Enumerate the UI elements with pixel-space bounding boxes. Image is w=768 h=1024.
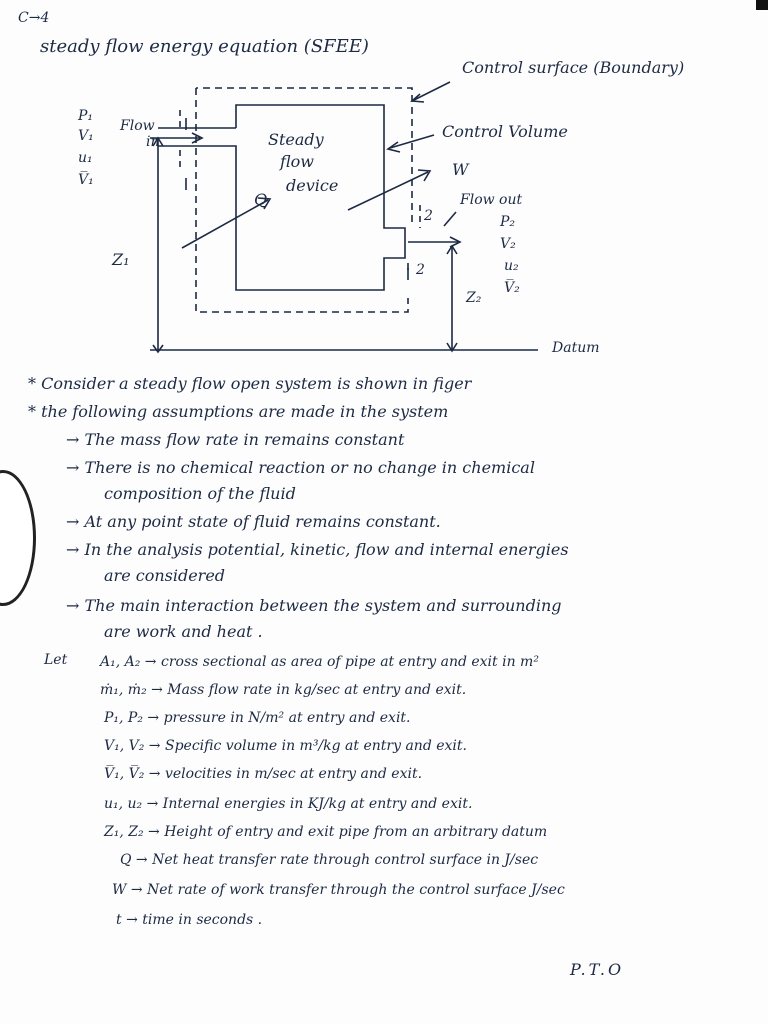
punch-hole: [0, 470, 36, 606]
unit-tag: C→4: [18, 10, 50, 26]
assumption-text: The mass flow rate in remains constant: [84, 430, 405, 449]
bullet-text: Consider a steady flow open system is sh…: [41, 374, 472, 393]
arrow-icon: →: [66, 512, 85, 531]
assumption-2: → There is no chemical reaction or no ch…: [66, 458, 535, 477]
flow-in-label-2: in: [146, 134, 160, 150]
definition-6: u₁, u₂ → Internal energies in KJ/kg at e…: [104, 796, 473, 812]
assumption-3: → At any point state of fluid remains co…: [66, 512, 441, 531]
definition-4: V₁, V₂ → Specific volume in m³/kg at ent…: [104, 738, 467, 754]
device-label-1: Steady: [268, 130, 324, 149]
assumption-text: At any point state of fluid remains cons…: [84, 512, 441, 531]
flow-in-label-1: Flow: [120, 118, 155, 134]
inlet-prop-v1: V₁: [78, 128, 94, 144]
sfee-diagram: [150, 81, 538, 354]
page-title: steady flow energy equation (SFEE): [40, 36, 369, 57]
heat-label: Q: [254, 190, 268, 209]
flow-out-label: Flow out: [460, 192, 523, 208]
assumption-2-cont: composition of the fluid: [104, 484, 296, 503]
assumption-4-cont: are considered: [104, 566, 226, 585]
definition-2: ṁ₁, ṁ₂ → Mass flow rate in kg/sec at ent…: [100, 682, 467, 698]
device-outline: [158, 104, 406, 291]
arrow-icon: →: [66, 430, 85, 449]
definition-8: Q → Net heat transfer rate through contr…: [120, 852, 539, 868]
definition-5: V̅₁, V̅₂ → velocities in m/sec at entry …: [104, 766, 423, 782]
inlet-prop-u1: u₁: [78, 150, 93, 166]
outlet-prop-v2: V₂: [500, 236, 516, 252]
outlet-prop-vel2: V̅₂: [504, 280, 520, 296]
assumption-5: → The main interaction between the syste…: [66, 596, 562, 615]
definition-7: Z₁, Z₂ → Height of entry and exit pipe f…: [104, 824, 548, 840]
arrow-icon: →: [66, 458, 85, 477]
bullet-text: the following assumptions are made in th…: [41, 402, 449, 421]
bullet-2: * the following assumptions are made in …: [28, 402, 448, 421]
section-2-lower: 2: [416, 262, 425, 278]
outlet-prop-p2: P₂: [500, 214, 516, 230]
bullet-star: *: [28, 402, 42, 421]
work-label: W: [452, 160, 469, 179]
control-surface-label: Control surface (Boundary): [462, 58, 685, 77]
z2-label: Z₂: [466, 290, 482, 306]
assumption-1: → The mass flow rate in remains constant: [66, 430, 404, 449]
datum-label: Datum: [552, 340, 600, 356]
definition-9: W → Net rate of work transfer through th…: [112, 882, 565, 898]
definition-10: t → time in seconds .: [116, 912, 263, 928]
definition-3: P₁, P₂ → pressure in N/m² at entry and e…: [104, 710, 411, 726]
outlet-prop-u2: u₂: [504, 258, 519, 274]
control-surface-boundary: [195, 87, 413, 313]
section-2-upper: 2: [424, 208, 433, 224]
definition-1: A₁, A₂ → cross sectional as area of pipe…: [100, 654, 539, 670]
assumption-text: There is no chemical reaction or no chan…: [84, 458, 535, 477]
assumption-4: → In the analysis potential, kinetic, fl…: [66, 540, 569, 559]
arrow-icon: →: [66, 596, 85, 615]
inlet-prop-p1: P₁: [78, 108, 94, 124]
assumption-5-cont: are work and heat .: [104, 622, 263, 641]
bullet-1: * Consider a steady flow open system is …: [28, 374, 471, 393]
let-label: Let: [44, 652, 68, 668]
device-label-2: flow: [280, 152, 314, 171]
arrow-icon: →: [66, 540, 85, 559]
bullet-star: *: [28, 374, 42, 393]
assumption-text: In the analysis potential, kinetic, flow…: [84, 540, 569, 559]
z1-label: Z₁: [112, 250, 130, 269]
corner-mark: [756, 0, 768, 10]
page-turn-note: P.T.O: [570, 960, 625, 979]
device-label-3: device: [286, 176, 339, 195]
assumption-text: The main interaction between the system …: [84, 596, 562, 615]
control-volume-label: Control Volume: [442, 122, 568, 141]
inlet-prop-vel1: V̅₁: [78, 172, 94, 188]
